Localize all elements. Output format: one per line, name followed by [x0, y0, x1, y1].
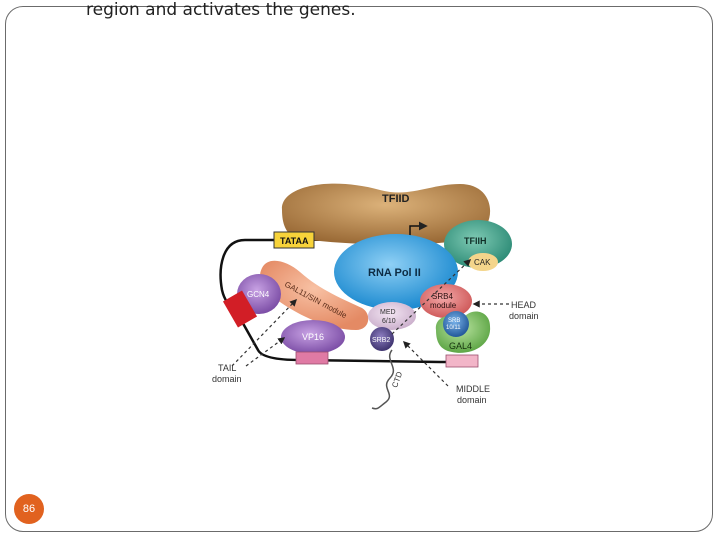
gal11-sin-module: [260, 260, 369, 330]
head-domain-label: HEAD domain: [509, 300, 539, 321]
ctd-tail: [371, 349, 395, 410]
srb2-shape: [370, 327, 394, 351]
srb2-label: SRB2: [372, 337, 390, 344]
rna-pol-ii-label: RNA Pol II: [368, 267, 421, 279]
vp16-shape: [281, 320, 345, 354]
gal4-binding-site: [445, 354, 479, 368]
slide-caption: region and activates the genes.: [86, 0, 356, 20]
gcn4-binding-site: [222, 290, 258, 328]
gcn4-label: GCN4: [247, 290, 270, 299]
cak-label: CAK: [474, 258, 491, 267]
srb10-11-shape: [443, 311, 469, 337]
middle-domain-label: MIDDLE domain: [456, 384, 493, 405]
slide-frame: region and activates the genes.: [5, 0, 713, 532]
tfiid-shape: [281, 183, 491, 245]
med-label: MED 6/10: [380, 309, 398, 325]
tataa-box: [273, 231, 315, 249]
tataa-label: TATAA: [280, 236, 309, 246]
tfiid-label: TFIID: [382, 193, 410, 205]
med-shape: [368, 302, 416, 330]
gal4-label: GAL4: [449, 341, 472, 351]
slide-number-badge: 86: [14, 494, 44, 524]
srb4-module-shape: [420, 284, 472, 318]
vp16-binding-site: [295, 351, 329, 365]
tfiih-label: TFIIH: [464, 236, 487, 246]
tfiih-shape: [444, 220, 512, 268]
cak-shape: [468, 253, 498, 271]
tail-domain-arrow-2: [245, 337, 286, 367]
vp16-label: VP16: [302, 332, 324, 342]
srb10-11-label: SRB 10/11: [446, 318, 462, 331]
srb4-label: SRB4 module: [430, 292, 457, 310]
tail-domain-label: TAIL domain: [212, 363, 242, 384]
middle-domain-arrow: [402, 340, 449, 387]
